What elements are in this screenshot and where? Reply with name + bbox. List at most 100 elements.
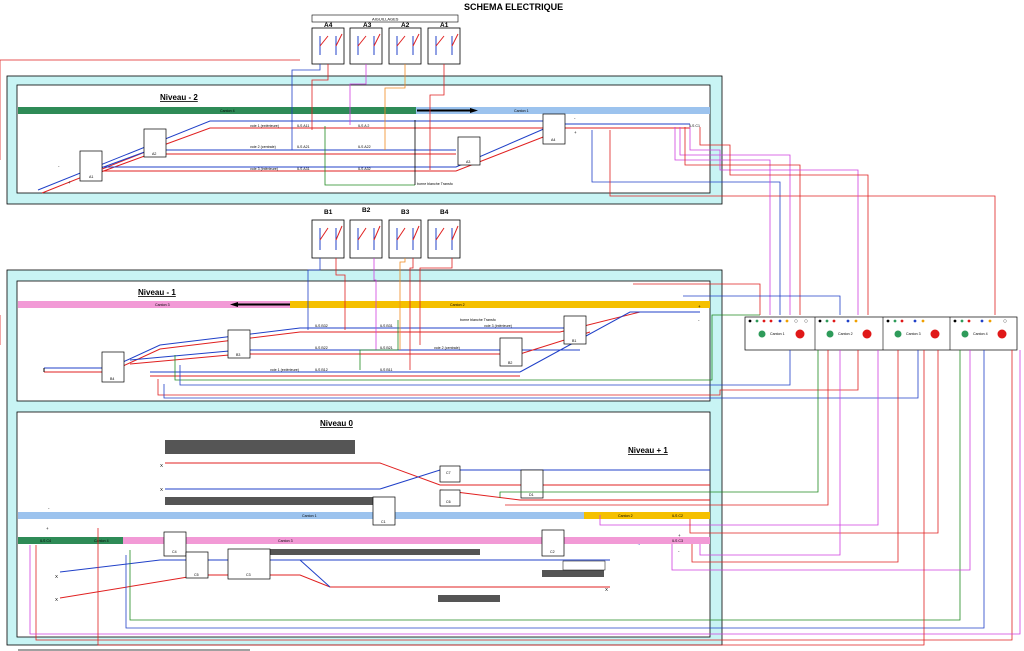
platform-5 (438, 595, 500, 602)
niveau2-inner-frame (16, 84, 711, 194)
niveau2-canton1-bar (416, 107, 710, 114)
niveau2-label: Niveau - 2 (160, 93, 198, 102)
niveau2-minus-right: - (574, 116, 576, 121)
box-c4[interactable] (163, 531, 187, 557)
switch-a4[interactable]: A4 (311, 22, 345, 65)
canton-4-controls[interactable]: Canton 4 (961, 329, 1007, 339)
niveau2-ils-a32: ILS A32 (358, 167, 371, 171)
niveau2-ils-a31: ILS A31 (297, 167, 310, 171)
niveau1-ils-b22: ILS B22 (315, 346, 328, 350)
niveau1-voie2: voie 2 (centrale) (434, 346, 460, 350)
box-c3[interactable] (227, 548, 271, 580)
box-a4[interactable] (542, 113, 566, 145)
control-canton1-label: Canton 1 (770, 332, 785, 336)
switch-a1[interactable]: A1 (427, 22, 461, 65)
niveau2-ils-a2: ILS A 2 (358, 124, 369, 128)
niveau0-canton2-bar (584, 512, 710, 519)
switch-a1-label: A1 (440, 22, 449, 29)
platform-3 (248, 549, 480, 555)
platform-1 (165, 440, 355, 454)
niveau2-voie1: voie 1 (extérieure) (250, 124, 279, 128)
control-canton4-label: Canton 4 (973, 332, 988, 336)
niveau1-plus: + (698, 304, 701, 309)
niveau1-canton2-bar (290, 301, 710, 308)
niveau0-canton1-label: Canton 1 (302, 514, 317, 518)
terminal-dots (748, 319, 1007, 323)
platform-4 (542, 570, 604, 577)
svg-text:C3: C3 (246, 573, 251, 577)
niveau0-ils-c3: ILS C3 (672, 539, 683, 543)
niveau0-minus: - (48, 506, 50, 511)
switch-b1-label: B1 (324, 209, 333, 216)
niveau0-label: Niveau 0 (320, 419, 353, 428)
niveau1-borne: borne blanche Transfo (460, 318, 496, 322)
svg-text:C4: C4 (172, 550, 177, 554)
svg-text:A1: A1 (89, 175, 93, 179)
niveau1-label: Niveau - 1 (138, 288, 176, 297)
niveau1-ils-b32: ILS B32 (315, 324, 328, 328)
niveau2-ils-a11: ILS A11 (297, 124, 309, 128)
switch-a2[interactable]: A2 (388, 22, 422, 65)
mid-switch-group: B1 B2 B3 B4 (311, 207, 461, 259)
box-c2[interactable] (541, 529, 565, 557)
niveau2-ils-a21: ILS A21 (297, 145, 310, 149)
box-a3[interactable] (457, 136, 481, 166)
canton-2-controls[interactable]: Canton 2 (826, 329, 872, 339)
box-a1[interactable] (79, 150, 103, 182)
switch-b2[interactable]: B2 (349, 207, 383, 259)
niveau1-inner-frame (16, 280, 711, 402)
niveau2-ils-c1: ILS C1 (689, 124, 700, 128)
niveau1-canton3-bar (18, 301, 290, 308)
switch-a3-label: A3 (363, 22, 372, 29)
box-b4[interactable] (101, 351, 125, 383)
box-c7[interactable] (439, 465, 461, 483)
niveau2-canton1-label: Canton 1 (514, 109, 529, 113)
box-d1[interactable] (520, 469, 544, 499)
niveau0-boxes: C7 C6 D1 C1 C4 C5 C3 C2 (163, 465, 565, 580)
svg-text:B4: B4 (110, 377, 114, 381)
box-c1[interactable] (372, 496, 396, 526)
box-b3[interactable] (227, 329, 251, 359)
box-a2[interactable] (143, 128, 167, 158)
svg-text:B2: B2 (508, 361, 512, 365)
niveau1-voie3: voie 3 (intérieure) (484, 324, 512, 328)
wiring (0, 59, 1021, 646)
switch-b4[interactable]: B4 (427, 209, 461, 259)
niveau1-boxes: B1 B2 B3 B4 (101, 315, 587, 383)
niveau0-minus-right: - (678, 549, 680, 554)
niveau2-canton4-label: Canton 4 (220, 109, 235, 113)
svg-text:C1: C1 (381, 520, 386, 524)
box-c5[interactable] (185, 551, 209, 579)
x-mark-2: X (160, 487, 163, 492)
niveau0-canton4-bar (18, 537, 123, 544)
niveau0-canton1-bar (18, 512, 584, 519)
switch-b2-label: B2 (362, 207, 371, 214)
niveau0-ils-c4: ILS C4 (40, 539, 51, 543)
control-canton3-label: Canton 3 (906, 332, 921, 336)
switch-a3[interactable]: A3 (349, 22, 383, 65)
x-mark-3: X (55, 574, 58, 579)
box-c6[interactable] (439, 489, 461, 507)
control-panel: Canton 1 Canton 2 Canton 3 Canton 4 (744, 316, 1018, 351)
niveau0-canton3-bar (123, 537, 710, 544)
switch-b3[interactable]: B3 (388, 209, 422, 259)
svg-text:B1: B1 (572, 339, 576, 343)
niveau0-canton2-label: Canton 2 (618, 514, 633, 518)
niveau1-ils-b31: ILS B31 (380, 324, 393, 328)
svg-text:C6: C6 (446, 500, 451, 504)
niveau1-ils-b12: ILS B12 (315, 368, 328, 372)
niveau2-canton4-bar (18, 107, 416, 114)
niveau1-ils-b11: ILS B11 (380, 368, 393, 372)
box-b1[interactable] (563, 315, 587, 345)
niveau0-canton4-label: Canton 4 (94, 539, 109, 543)
svg-text:A2: A2 (152, 152, 156, 156)
box-b2[interactable] (499, 337, 523, 367)
canton-1-controls[interactable]: Canton 1 (758, 329, 805, 339)
niveau1-ils-b21: ILS B21 (380, 346, 393, 350)
svg-text:A4: A4 (551, 138, 555, 142)
page-title: SCHEMA ELECTRIQUE (464, 2, 563, 12)
canton-3-controls[interactable]: Canton 3 (894, 329, 940, 339)
crossing-box (562, 560, 606, 571)
switch-b1[interactable]: B1 (311, 209, 345, 259)
niveau2-boxes: A1 A2 A3 A4 (79, 113, 566, 182)
